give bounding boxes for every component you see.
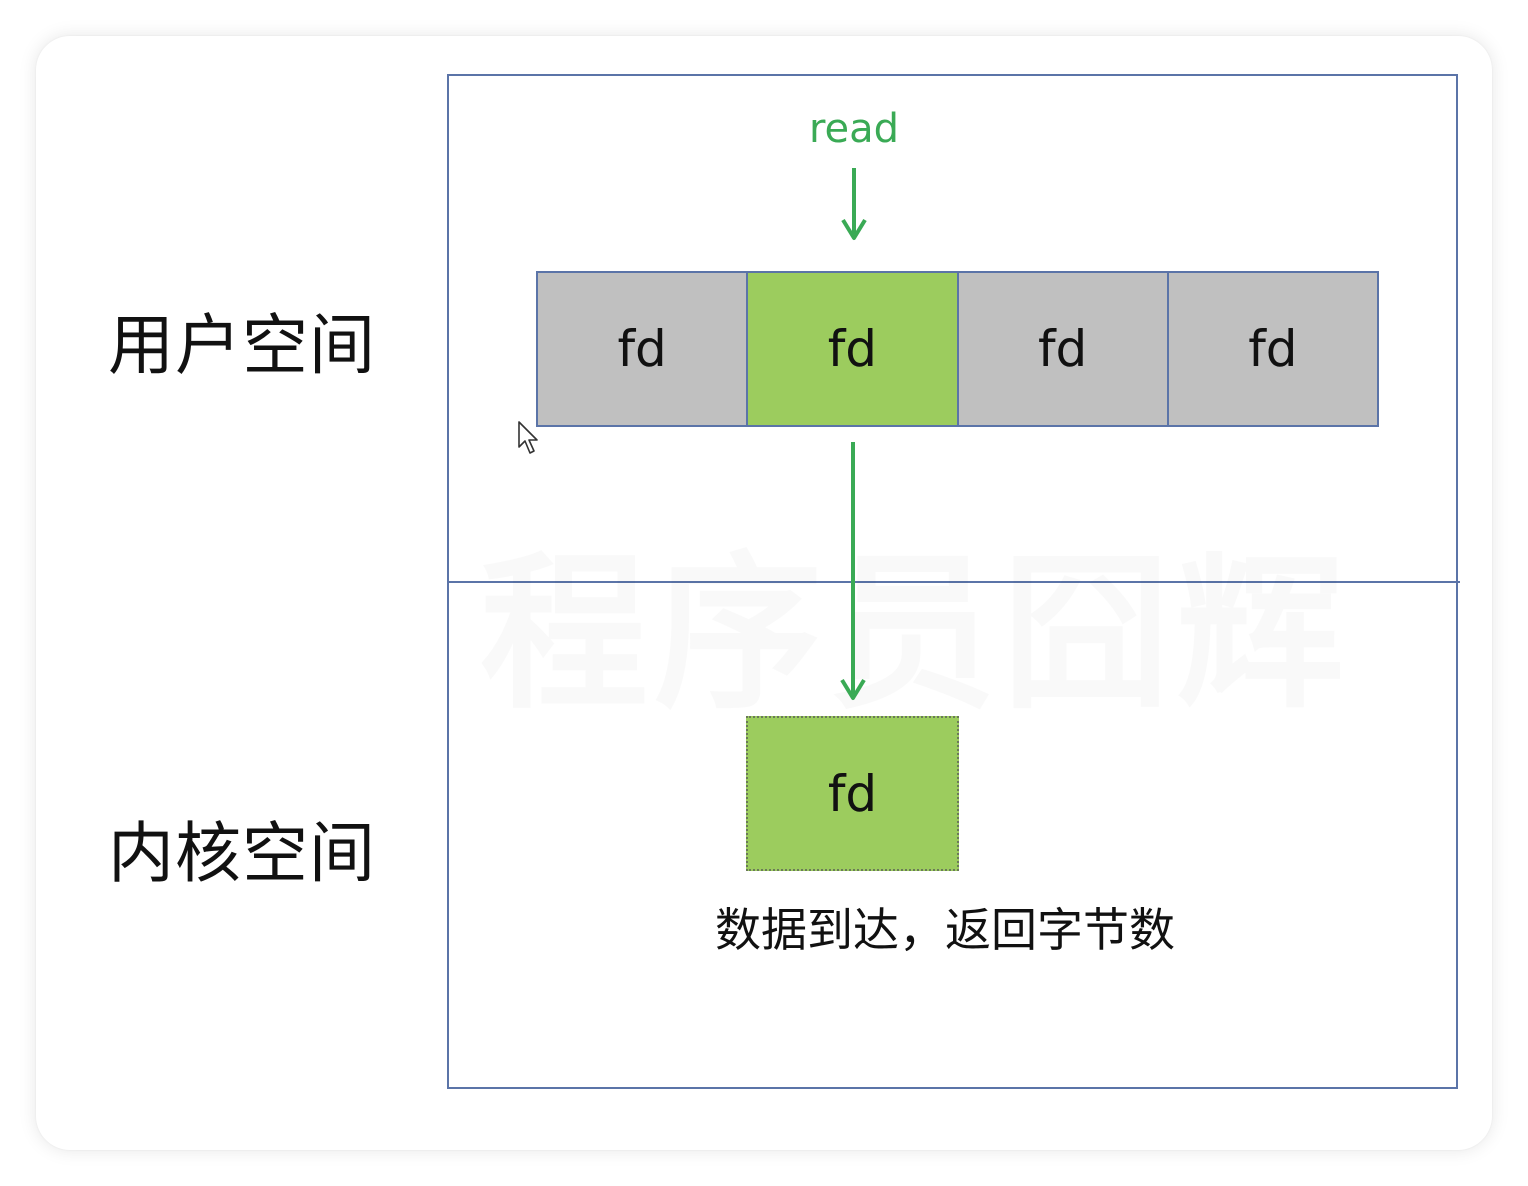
- fd-array: fd fd fd fd: [536, 271, 1379, 427]
- fd-cell: fd: [956, 273, 1167, 425]
- fd-cell: fd: [746, 273, 957, 425]
- fd-cell: fd: [1166, 273, 1377, 425]
- user-space-label: 用户空间: [108, 307, 376, 384]
- watermark: 程序员囧辉: [480, 498, 1380, 741]
- user-kernel-divider: [447, 581, 1460, 583]
- data-arrived-caption: 数据到达，返回字节数: [715, 903, 1175, 957]
- slide-card: [36, 36, 1492, 1150]
- read-call-label: read: [808, 106, 900, 152]
- kernel-fd-box: fd: [746, 716, 959, 871]
- kernel-space-label: 内核空间: [108, 815, 376, 892]
- fd-cell: fd: [538, 273, 747, 425]
